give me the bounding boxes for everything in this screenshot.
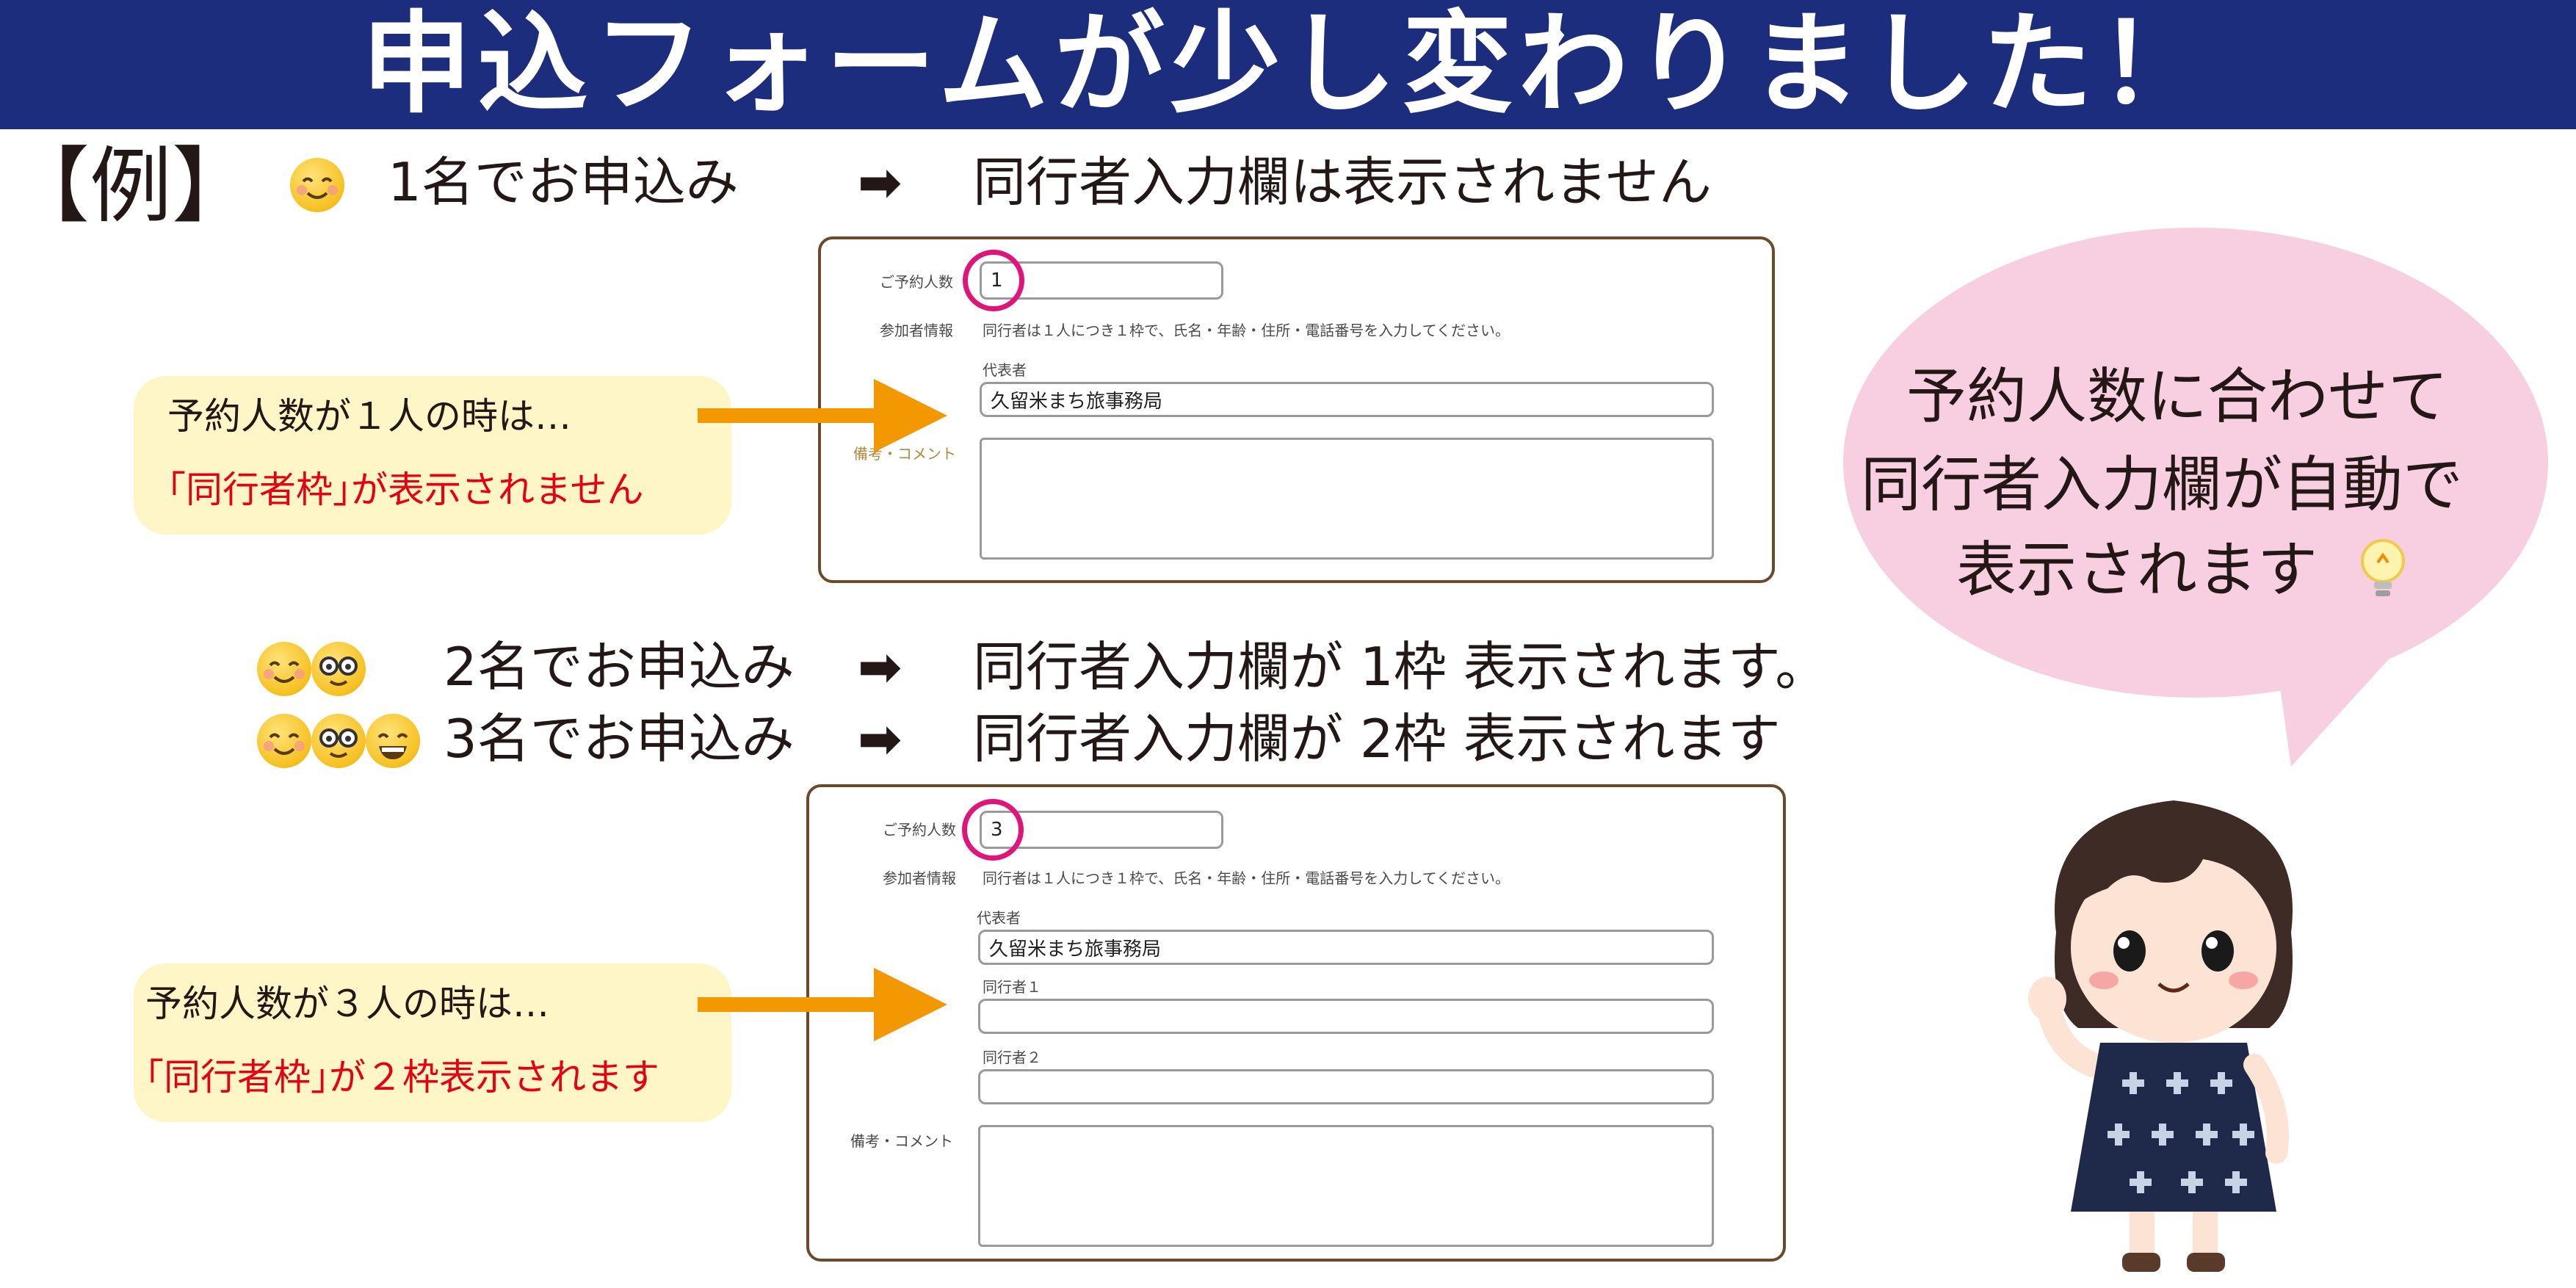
- count-label: ご予約人数: [883, 821, 956, 839]
- smiling-face-icon: [257, 714, 311, 768]
- row-one-right: 同行者入力欄は表示されません: [973, 151, 1712, 213]
- right-arrow-icon: ➡: [858, 636, 902, 698]
- bubble-line3: 表示されます: [1956, 535, 2318, 605]
- nerd-face-icon: [311, 714, 366, 768]
- bubble-line2: 同行者入力欄が自動で: [1861, 450, 2464, 520]
- note-three-line2: ｢同行者枠｣が２枠表示されます: [145, 1056, 659, 1099]
- remarks-textarea[interactable]: [978, 1125, 1714, 1247]
- girl-character-illustration: [2028, 800, 2293, 1272]
- example-label: 【例】: [7, 139, 254, 234]
- representative-label: 代表者: [977, 909, 1021, 927]
- speech-bubble: [1843, 228, 2548, 767]
- participant-info-text: 同行者は１人につき１枠で、氏名・年齢・住所・電話番号を入力してください。: [983, 322, 1510, 339]
- remarks-textarea[interactable]: [980, 438, 1714, 560]
- bubble-line1: 予約人数に合わせて: [1906, 362, 2449, 432]
- companion-2-label: 同行者２: [983, 1049, 1041, 1066]
- remarks-label: 備考・コメント: [853, 445, 956, 463]
- right-arrow-icon: ➡: [858, 708, 902, 770]
- highlight-ring: [963, 250, 1024, 311]
- reservation-form-1: ご予約人数 1 参加者情報 同行者は１人につき１枠で、氏名・年齢・住所・電話番号…: [818, 236, 1775, 583]
- note-three-line1: 予約人数が３人の時は…: [145, 983, 549, 1025]
- title-banner: 申込フォームが少し変わりました！: [0, 0, 2576, 129]
- representative-input[interactable]: 久留米まち旅事務局: [980, 382, 1714, 417]
- nerd-face-icon: [311, 642, 366, 696]
- note-three-persons: 予約人数が３人の時は… ｢同行者枠｣が２枠表示されます: [134, 963, 731, 1122]
- companion-1-label: 同行者１: [983, 978, 1041, 996]
- highlight-ring: [962, 799, 1024, 861]
- companion-1-input[interactable]: [978, 999, 1714, 1034]
- right-arrow-icon: ➡: [858, 151, 902, 213]
- representative-input[interactable]: 久留米まち旅事務局: [978, 930, 1714, 965]
- remarks-label: 備考・コメント: [850, 1132, 953, 1150]
- right-arrow-icon: [698, 968, 947, 1041]
- note-one-line1: 予約人数が１人の時は…: [167, 395, 571, 438]
- row-one-left: 1名でお申込み: [388, 151, 739, 213]
- light-bulb-icon: [2361, 539, 2405, 596]
- smiling-face-icon: [257, 642, 311, 696]
- representative-label: 代表者: [983, 361, 1027, 379]
- note-one-person: 予約人数が１人の時は… ｢同行者枠｣が表示されません: [134, 376, 731, 535]
- participant-info-text: 同行者は１人につき１枠で、氏名・年齢・住所・電話番号を入力してください。: [983, 869, 1510, 887]
- grinning-face-icon: [366, 714, 420, 768]
- row-two-left: 2名でお申込み: [444, 636, 795, 698]
- participant-info-label: 参加者情報: [883, 869, 956, 887]
- participant-info-label: 参加者情報: [880, 322, 953, 339]
- row-three-right: 同行者入力欄が 2枠 表示されます: [973, 708, 1781, 770]
- row-two-right: 同行者入力欄が 1枠 表示されます。: [973, 636, 1828, 698]
- note-one-line2: ｢同行者枠｣が表示されません: [167, 468, 644, 511]
- reservation-form-2: ご予約人数 3 参加者情報 同行者は１人につき１枠で、氏名・年齢・住所・電話番号…: [806, 784, 1786, 1262]
- right-arrow-icon: [698, 379, 947, 452]
- count-label: ご予約人数: [880, 273, 953, 291]
- companion-2-input[interactable]: [978, 1069, 1714, 1104]
- page-title: 申込フォームが少し変わりました！: [361, 1, 2215, 129]
- smiling-face-icon: [290, 158, 344, 212]
- row-three-left: 3名でお申込み: [444, 708, 795, 770]
